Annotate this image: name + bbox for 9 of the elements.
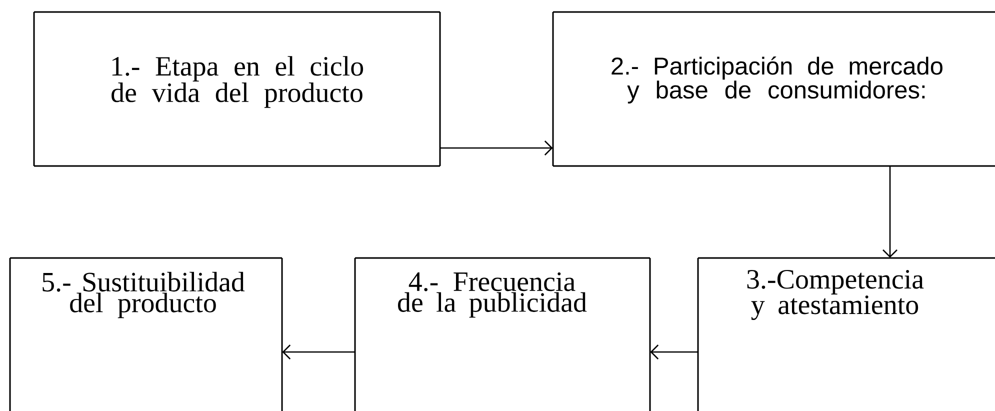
process-box: 4.- Frecuencia de la publicidad [354, 257, 651, 411]
process-box: 3.-Competencia y atestamiento [697, 257, 995, 411]
arrow [882, 166, 898, 258]
process-box: 5.- Sustituibilidad del producto [9, 257, 283, 411]
process-box: 1.- Etapa en el ciclo de vida del producto [33, 11, 441, 167]
arrow [650, 344, 698, 360]
arrow [440, 140, 553, 156]
process-box: 2.- Participación de mercado y base de consumidores: [552, 11, 995, 167]
arrow [282, 344, 355, 360]
